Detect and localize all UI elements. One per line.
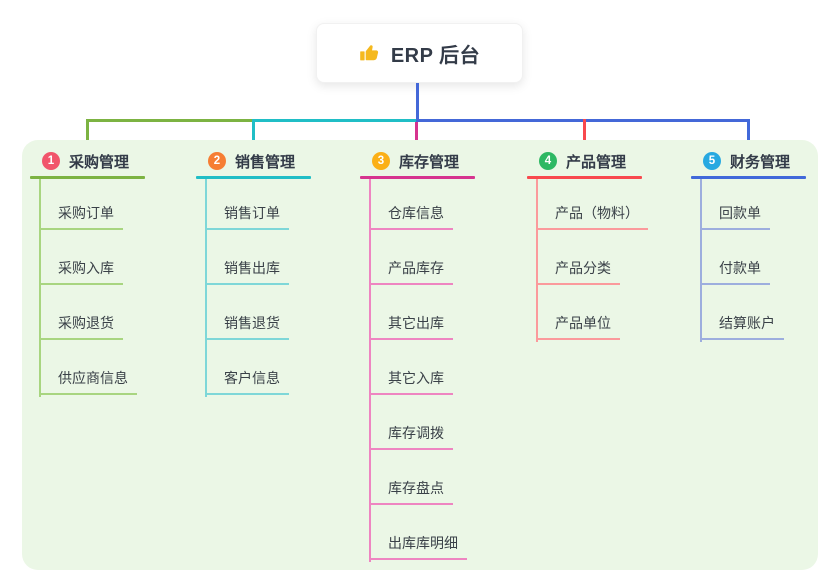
branch-finance-header[interactable]: 5 财务管理 [691,148,831,174]
item-label: 销售订单 [224,205,280,221]
branch-number-badge: 2 [208,152,226,170]
item-receipt-bill[interactable]: 回款单 [700,179,770,230]
branch-number-badge: 1 [42,152,60,170]
branch-underline [196,176,311,179]
drop-line-finance [747,119,750,145]
branch-procurement-header[interactable]: 1 采购管理 [30,148,170,174]
item-label: 其它出库 [388,315,444,331]
children-connector-line [205,179,207,397]
children-connector-line [700,179,702,342]
item-purchase-inbound[interactable]: 采购入库 [39,234,123,285]
branch-title: 产品管理 [566,153,627,171]
branch-number-badge: 3 [372,152,390,170]
item-label: 其它入库 [388,370,444,386]
drop-line-sales [252,119,255,145]
item-product-category[interactable]: 产品分类 [536,234,620,285]
branch-title: 采购管理 [69,153,130,171]
item-label: 采购退货 [58,315,114,331]
branch-inventory: 3 库存管理 仓库信息 产品库存 其它出库 其它入库 库存调拨 库存盘点 出库库… [360,148,500,562]
branch-title: 库存管理 [399,153,460,171]
root-title: ERP 后台 [390,44,481,67]
item-sales-return[interactable]: 销售退货 [205,289,289,340]
item-label: 采购入库 [58,260,114,276]
item-label: 仓库信息 [388,205,444,221]
item-label: 出库库明细 [388,535,458,551]
item-label: 结算账户 [719,315,775,331]
item-outbound-detail[interactable]: 出库库明细 [369,509,467,560]
branch-underline [360,176,475,179]
item-sales-outbound[interactable]: 销售出库 [205,234,289,285]
item-sales-order[interactable]: 销售订单 [205,179,289,230]
item-label: 客户信息 [224,370,280,386]
item-label: 销售退货 [224,315,280,331]
item-warehouse-info[interactable]: 仓库信息 [369,179,453,230]
thumbs-up-icon [359,42,381,64]
branch-sales: 2 销售管理 销售订单 销售出库 销售退货 客户信息 [196,148,336,397]
branch-title: 财务管理 [730,153,791,171]
drop-line-product [583,119,586,145]
item-product-stock[interactable]: 产品库存 [369,234,453,285]
branch-finance: 5 财务管理 回款单 付款单 结算账户 [691,148,831,342]
branch-number-badge: 5 [703,152,721,170]
branch-procurement: 1 采购管理 采购订单 采购入库 采购退货 供应商信息 [30,148,170,397]
branch-sales-header[interactable]: 2 销售管理 [196,148,336,174]
trunk-segment-procurement [86,119,253,122]
item-product-unit[interactable]: 产品单位 [536,289,620,340]
item-other-inbound[interactable]: 其它入库 [369,344,453,395]
branch-product: 4 产品管理 产品（物料） 产品分类 产品单位 [527,148,667,342]
item-label: 库存盘点 [388,480,444,496]
item-label: 库存调拨 [388,425,444,441]
branch-underline [691,176,806,179]
item-label: 供应商信息 [58,370,128,386]
item-label: 产品单位 [555,315,611,331]
item-product-material[interactable]: 产品（物料） [536,179,648,230]
item-stock-transfer[interactable]: 库存调拨 [369,399,453,450]
root-node[interactable]: ERP 后台 [316,23,523,83]
item-payment-bill[interactable]: 付款单 [700,234,770,285]
branch-inventory-header[interactable]: 3 库存管理 [360,148,500,174]
item-settlement-account[interactable]: 结算账户 [700,289,784,340]
branch-number-badge: 4 [539,152,557,170]
branches-panel [22,140,818,570]
item-other-outbound[interactable]: 其它出库 [369,289,453,340]
branch-underline [30,176,145,179]
item-label: 回款单 [719,205,761,221]
item-purchase-order[interactable]: 采购订单 [39,179,123,230]
drop-line-inventory [415,122,418,145]
branch-underline [527,176,642,179]
trunk-segment-sales [252,119,416,122]
item-label: 销售出库 [224,260,280,276]
item-stock-count[interactable]: 库存盘点 [369,454,453,505]
branch-product-header[interactable]: 4 产品管理 [527,148,667,174]
branch-title: 销售管理 [235,153,296,171]
item-label: 产品（物料） [555,205,639,221]
root-connector-line [416,83,419,120]
item-supplier-info[interactable]: 供应商信息 [39,344,137,395]
item-customer-info[interactable]: 客户信息 [205,344,289,395]
children-connector-line [39,179,41,397]
item-purchase-return[interactable]: 采购退货 [39,289,123,340]
drop-line-procurement [86,119,89,145]
item-label: 产品库存 [388,260,444,276]
item-label: 付款单 [719,260,761,276]
children-connector-line [369,179,371,562]
children-connector-line [536,179,538,342]
item-label: 产品分类 [555,260,611,276]
item-label: 采购订单 [58,205,114,221]
